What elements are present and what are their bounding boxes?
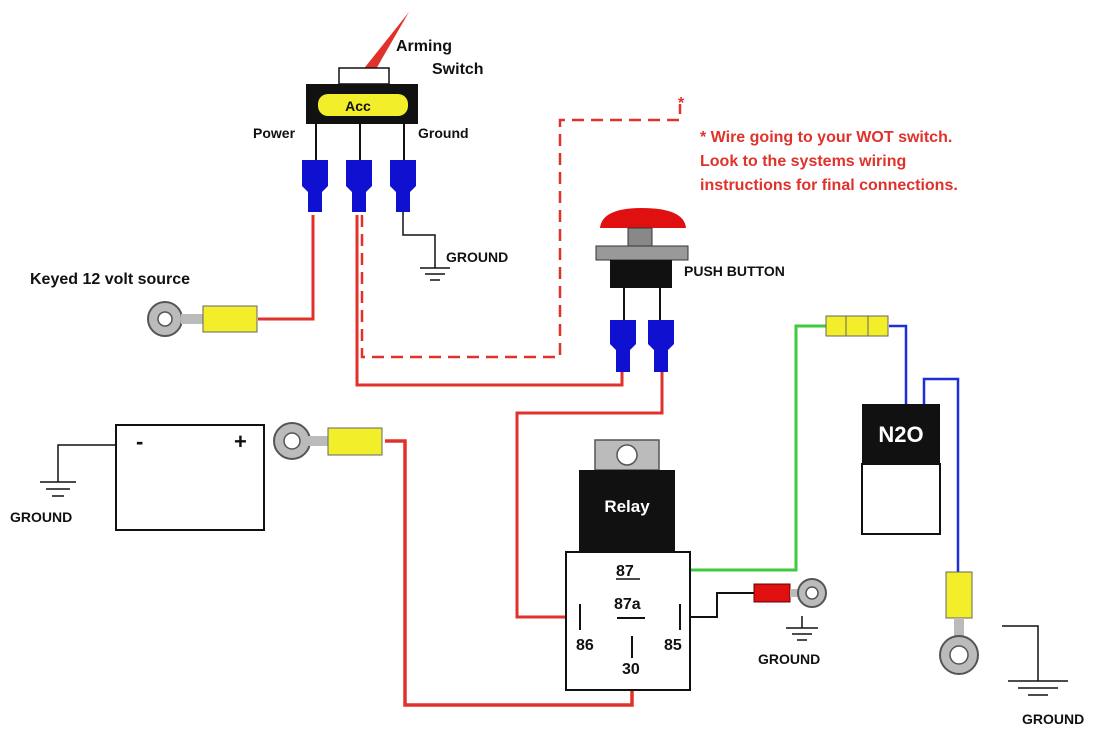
switch-pin-power-label: Power [253, 125, 296, 141]
switch-ground-symbol [402, 212, 450, 281]
wot-note-line1: * Wire going to your WOT switch. [700, 129, 952, 146]
battery-ring-terminal [273, 422, 383, 460]
inline-fuse [825, 315, 889, 337]
wire-85-to-ground [680, 592, 756, 618]
relay-terminal-30: 30 [622, 661, 640, 678]
arming-switch[interactable]: Acc [306, 12, 418, 160]
n2o-ring-terminal [939, 571, 979, 675]
battery-plus: + [234, 429, 247, 454]
switch-ground-label: GROUND [446, 249, 508, 265]
wire-battery-to-30 [385, 439, 634, 707]
wire-87-to-fuse [646, 324, 826, 572]
keyed-source-label: Keyed 12 volt source [30, 271, 190, 288]
wot-note-line2: Look to the systems wiring [700, 153, 906, 170]
wire-wot-dashed [360, 104, 682, 359]
relay-terminal-86: 86 [576, 637, 594, 654]
switch-connectors [302, 160, 416, 212]
relay: Relay [565, 439, 691, 691]
relay-terminal-85: 85 [664, 637, 682, 654]
wire-keyed-to-power [258, 215, 315, 321]
battery-minus: - [136, 429, 143, 454]
switch-pin-ground-label: Ground [418, 125, 469, 141]
relay-ground-label: GROUND [758, 651, 820, 667]
battery: - + [115, 424, 265, 531]
wot-marker: * [678, 95, 685, 112]
n2o-label: N2O [878, 422, 923, 447]
relay-terminal-87a: 87a [614, 596, 641, 613]
push-button-label: PUSH BUTTON [684, 263, 785, 279]
wot-note-line3: instructions for final connections. [700, 177, 958, 194]
arming-switch-title-line1: Arming [396, 38, 452, 55]
relay-label: Relay [604, 497, 650, 516]
wire-fuse-to-n2o [889, 324, 908, 405]
relay-ground-symbol [786, 616, 818, 641]
relay-terminal-87: 87 [616, 563, 634, 580]
switch-lever [358, 12, 409, 76]
push-button[interactable] [595, 208, 689, 320]
n2o-ground-label: GROUND [1022, 711, 1084, 727]
wire-pushbutton-to-86 [515, 372, 664, 619]
relay-ground-terminal [753, 578, 827, 608]
n2o-solenoid: N2O [861, 404, 941, 535]
n2o-ground-symbol [1002, 625, 1068, 696]
battery-ground-label: GROUND [10, 509, 72, 525]
switch-face-label: Acc [345, 98, 371, 114]
battery-ground-symbol [40, 444, 116, 497]
pushbutton-connectors [610, 320, 674, 372]
wire-n2o-to-ring [922, 377, 960, 572]
arming-switch-title-line2: Switch [432, 61, 484, 78]
keyed-source-ring-terminal [147, 301, 258, 337]
wire-acc-to-pushbutton [355, 215, 624, 387]
